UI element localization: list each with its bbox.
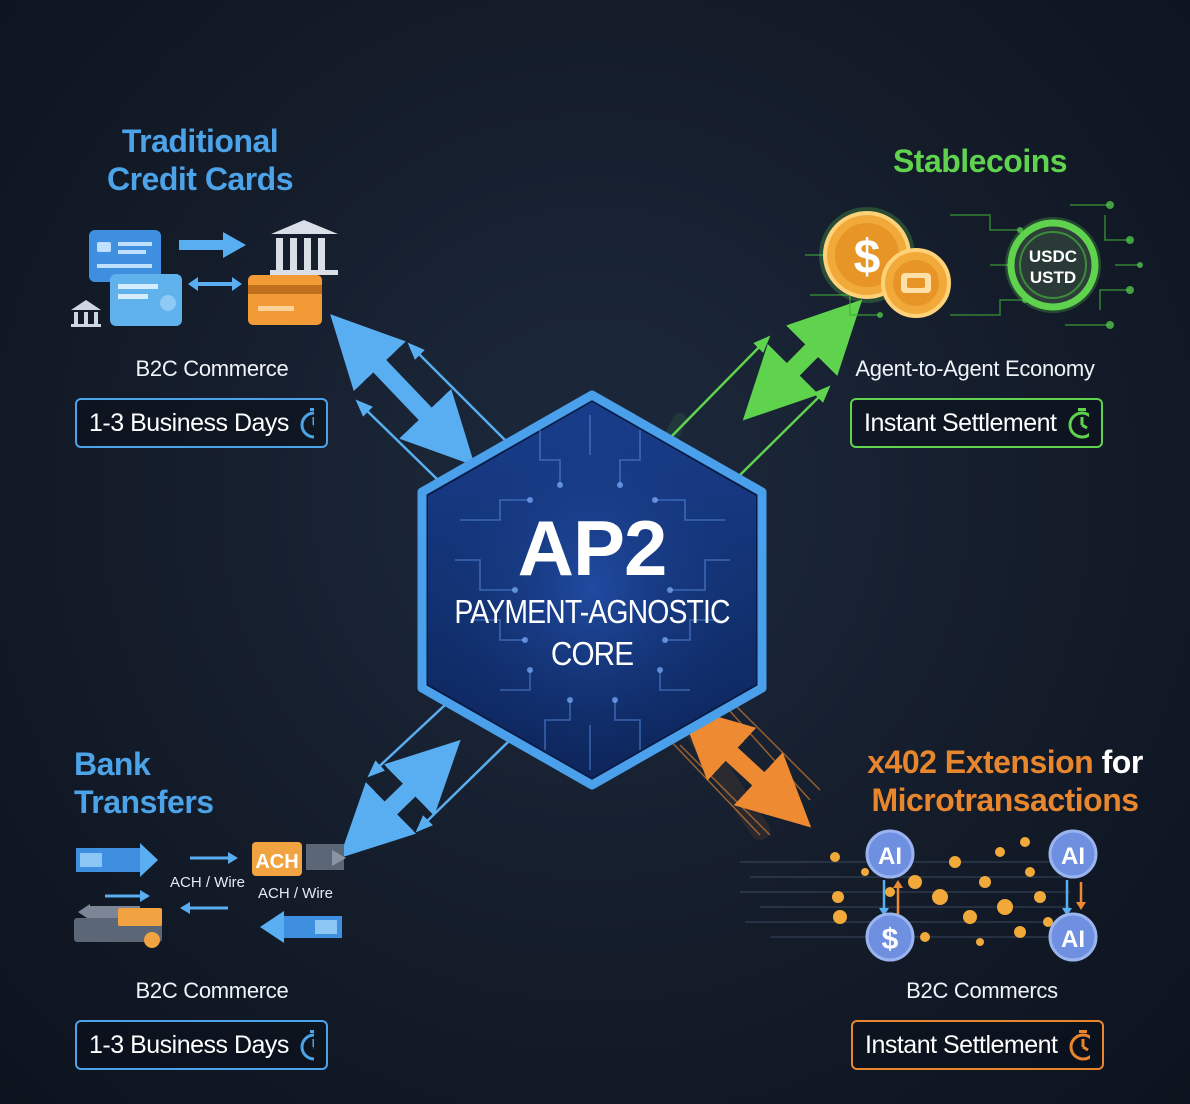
ach-wire-label-2: ACH / Wire [258,885,333,902]
svg-text:AI: AI [1061,926,1085,953]
credit-cards-category: B2C Commerce [135,356,289,381]
stablecoins-title: Stablecoins [892,143,1068,179]
svg-text:$: $ [854,231,881,284]
x402-title-connector: for [1101,744,1144,780]
svg-text:USDC: USDC [1029,247,1077,266]
credit-cards-title: Traditional Credit Cards [80,122,320,198]
exchange-arrow-icon [188,277,242,291]
credit-card-icon [89,230,161,282]
stablecoins-settlement-badge: Instant Settlement [850,398,1103,448]
orange-card-icon [248,275,322,325]
svg-text:AI: AI [878,843,902,870]
bank-transfers-settlement-text: 1-3 Business Days [89,1030,289,1059]
bank-transfers-main-arrow [339,739,461,859]
dollar-node-icon: $ [865,912,915,962]
micro-coins [830,837,1053,946]
bank-transfers-thin-arrow-2 [415,739,511,833]
ai-agent-icon: AI [1048,829,1098,879]
core-title: AP2 [517,504,668,592]
return-arrow-icon [260,911,342,943]
stablecoins-main-arrow [742,299,863,421]
x402-settlement-badge: Instant Settlement [851,1020,1104,1070]
stablecoins-illustration: $ USDC USTD [805,201,1143,329]
stablecoins-category: Agent-to-Agent Economy [855,356,1095,381]
credit-cards-title-line1: Traditional [121,123,279,159]
stablecoins-thin-arrow-1 [667,335,771,441]
credit-cards-thin-arrow-2 [355,399,439,481]
core-hexagon [417,390,767,790]
bank-transfers-title: Bank Transfers [74,746,214,820]
bank-card-icon [74,904,162,948]
bank-transfers-thin-arrow-1 [367,704,446,778]
credit-cards-main-arrow [330,314,475,466]
x402-streak-lines [664,699,821,836]
ach-wire-label-1: ACH / Wire [170,874,245,891]
credit-cards-settlement-text: 1-3 Business Days [89,408,289,437]
core-subtitle-line2: CORE [550,635,634,672]
usdc-ustd-coin-icon: USDC USTD [1005,217,1101,313]
x402-title-line2: Microtransactions [871,782,1139,818]
credit-cards-settlement-badge: 1-3 Business Days [75,398,328,448]
x402-main-arrow [678,705,812,828]
credit-cards-title-line2: Credit Cards [106,161,294,197]
stopwatch-icon [300,408,314,439]
bank-transfers-settlement-badge: 1-3 Business Days [75,1020,328,1070]
x402-title: x402 Extension for Microtransactions [860,743,1150,819]
stablecoins-thin-arrow-2 [739,385,831,476]
x402-illustration: AI $ AI AI [740,829,1098,962]
stopwatch-icon [1069,1030,1090,1061]
stopwatch-icon [300,1030,314,1061]
credit-cards-thin-arrow-1 [407,342,506,441]
bank-transfers-category: B2C Commerce [135,978,289,1003]
x402-settlement-text: Instant Settlement [865,1030,1058,1059]
ach-badge-icon: ACH [252,842,346,876]
core-subtitle-line1: PAYMENT-AGNOSTIC [454,593,730,630]
core-text-block: AP2 PAYMENT-AGNOSTIC CORE [422,505,762,675]
svg-text:AI: AI [1061,843,1085,870]
bank-transfers-illustration: ACH / Wire ACH ACH / Wire [74,842,346,948]
x402-title-highlight: x402 Extension [867,744,1094,780]
x402-category: B2C Commercs [906,978,1058,1003]
transfer-arrow-icon [179,232,246,258]
transfer-arrow-icon [76,843,158,877]
bank-icon [71,300,101,327]
ai-agent-icon: AI [1048,912,1098,962]
ai-agent-icon: AI [865,829,915,879]
credit-cards-illustration [71,220,338,327]
bank-building-icon [270,220,338,275]
stopwatch-icon [1068,408,1089,439]
svg-text:ACH: ACH [255,851,298,873]
svg-text:USTD: USTD [1030,268,1076,287]
token-coin-icon [881,248,951,318]
stablecoins-settlement-text: Instant Settlement [864,408,1057,437]
credit-card-icon [110,274,182,326]
svg-text:$: $ [882,923,899,956]
